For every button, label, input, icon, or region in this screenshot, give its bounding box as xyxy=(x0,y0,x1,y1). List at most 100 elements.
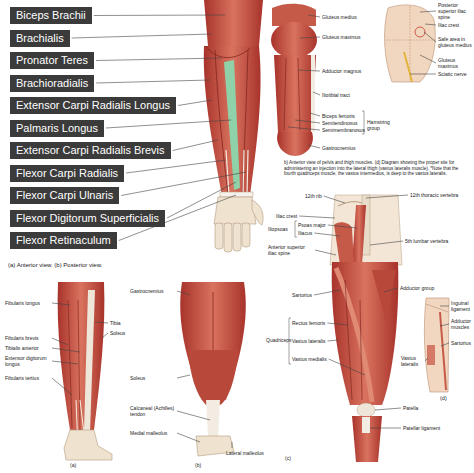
leader-line xyxy=(288,127,320,130)
leader-line xyxy=(177,375,190,378)
part-label: Iliotibial tract xyxy=(322,92,350,98)
part-label: Sartorius xyxy=(451,340,474,346)
muscle-name: Pronator Teres xyxy=(16,54,88,66)
part-label: (c) xyxy=(285,455,291,461)
part-label: Patellar ligament xyxy=(403,425,443,431)
part-label: Inguinal ligament xyxy=(451,300,473,312)
leader-line xyxy=(313,92,320,95)
part-label: 12th rib xyxy=(305,193,322,199)
leader-line xyxy=(328,340,338,341)
part-label: Sciatic nerve xyxy=(438,71,474,77)
leader-line xyxy=(370,428,401,429)
part-label: Gastrocnemius xyxy=(130,288,175,294)
part-label: (a) xyxy=(70,462,76,468)
leader-line xyxy=(232,442,233,448)
label-box: Pronator Teres xyxy=(10,52,94,69)
forearm-figure xyxy=(204,0,263,252)
leader-line xyxy=(52,303,70,305)
leader-line xyxy=(173,140,218,151)
leader-line xyxy=(299,216,335,218)
muscle-name: Flexor Carpi Ulnaris xyxy=(16,189,113,201)
leader-line xyxy=(295,120,320,123)
leader-line xyxy=(314,233,340,236)
part-label: Vastus lateralis xyxy=(292,338,326,344)
part-label: (a) Anterior view. (b) Posterior view. xyxy=(8,262,102,269)
part-label: Quadriceps xyxy=(266,337,292,343)
leader-line xyxy=(315,250,336,255)
leader-line xyxy=(420,11,436,12)
label-box: Palmaris Longus xyxy=(10,120,104,137)
part-label: Adductor magnus xyxy=(322,68,361,74)
leader-line xyxy=(298,70,320,71)
muscle-name: Palmaris Longus xyxy=(16,122,98,134)
leader-line xyxy=(95,322,108,323)
part-label: Fibularis tertius xyxy=(5,375,50,381)
leader-line xyxy=(178,100,212,106)
label-box: Flexor Carpi Ulnaris xyxy=(10,187,119,204)
thigh-injection-inset xyxy=(424,298,449,392)
label-box: Flexor Carpi Radialis xyxy=(10,165,124,182)
leader-line xyxy=(308,145,320,148)
label-box: Flexor Retinaculum xyxy=(10,232,117,249)
leader-line xyxy=(328,225,357,228)
part-label: Iliac crest xyxy=(438,22,474,28)
part-label: (d) xyxy=(440,395,447,402)
label-box: Brachioradialis xyxy=(10,75,94,92)
part-label: Adductor muscles xyxy=(451,318,473,330)
part-label: Gluteus maximus xyxy=(438,57,474,69)
part-label: 12th thoracic vertebra xyxy=(410,192,460,198)
label-box: Brachialis xyxy=(10,30,70,47)
leader-line xyxy=(96,58,222,61)
leader-line xyxy=(440,324,449,326)
leader-line xyxy=(310,113,320,116)
part-label: Lateral malleolus xyxy=(226,450,266,456)
part-label: Soleus xyxy=(110,330,125,336)
muscle-name: Flexor Carpi Radialis xyxy=(16,167,118,179)
part-label: Calcaneal (Achilles) tendon xyxy=(130,405,175,417)
leader-line xyxy=(420,55,436,63)
muscle-name: Flexor Retinaculum xyxy=(16,234,111,246)
leader-line xyxy=(441,343,449,346)
part-label: Fibularis longus xyxy=(5,300,50,306)
part-label: Tibia xyxy=(110,320,121,326)
leader-line xyxy=(375,408,401,410)
part-label: Medial malleolus xyxy=(130,430,175,436)
leader-line xyxy=(102,333,108,338)
leader-line xyxy=(121,172,246,196)
label-box: Extensor Carpi Radialis Longus xyxy=(10,97,176,114)
muscle-name: Brachialis xyxy=(16,32,64,44)
part-label: Semimembranosus xyxy=(322,127,365,133)
part-label: Patella xyxy=(403,405,418,411)
part-label: Biceps femoris xyxy=(322,113,355,119)
part-label: Iliacus xyxy=(298,230,312,236)
part-label: Vastus medialis xyxy=(292,356,327,362)
part-label: Extensor digitorum longus xyxy=(5,355,50,367)
leader-line xyxy=(52,338,68,345)
leader-line xyxy=(410,74,436,75)
part-label: Rectus femoris xyxy=(292,320,325,326)
part-label: Soleus xyxy=(130,375,175,381)
leader-line xyxy=(94,15,225,17)
posterior-thigh-figure xyxy=(271,4,364,156)
leader-line xyxy=(300,37,320,38)
part-label: Gastrocnemius xyxy=(322,145,356,151)
leader-line xyxy=(126,160,226,173)
muscle-name: Flexor Digitorum Superficialis xyxy=(16,212,159,224)
part-label: Psoas major xyxy=(298,222,326,228)
leader-line xyxy=(440,306,449,307)
leader-line xyxy=(72,34,212,38)
leader-line xyxy=(177,433,200,442)
part-label: Iliopsoas xyxy=(268,226,288,232)
part-label: Fibularis brevis xyxy=(5,335,50,341)
leader-line xyxy=(424,32,436,42)
part-label: Posterior superior iliac spine xyxy=(438,2,474,20)
part-label: Iliac crest xyxy=(276,213,297,219)
leader-line xyxy=(167,182,236,218)
leader-line xyxy=(384,288,398,292)
part-label: Hamstring group xyxy=(367,119,397,131)
anterior-leg-figure xyxy=(58,282,112,460)
leader-line xyxy=(308,15,320,17)
posterior-leg-figure xyxy=(180,282,246,456)
label-box: Extensor Carpi Radialis Brevis xyxy=(10,142,171,159)
